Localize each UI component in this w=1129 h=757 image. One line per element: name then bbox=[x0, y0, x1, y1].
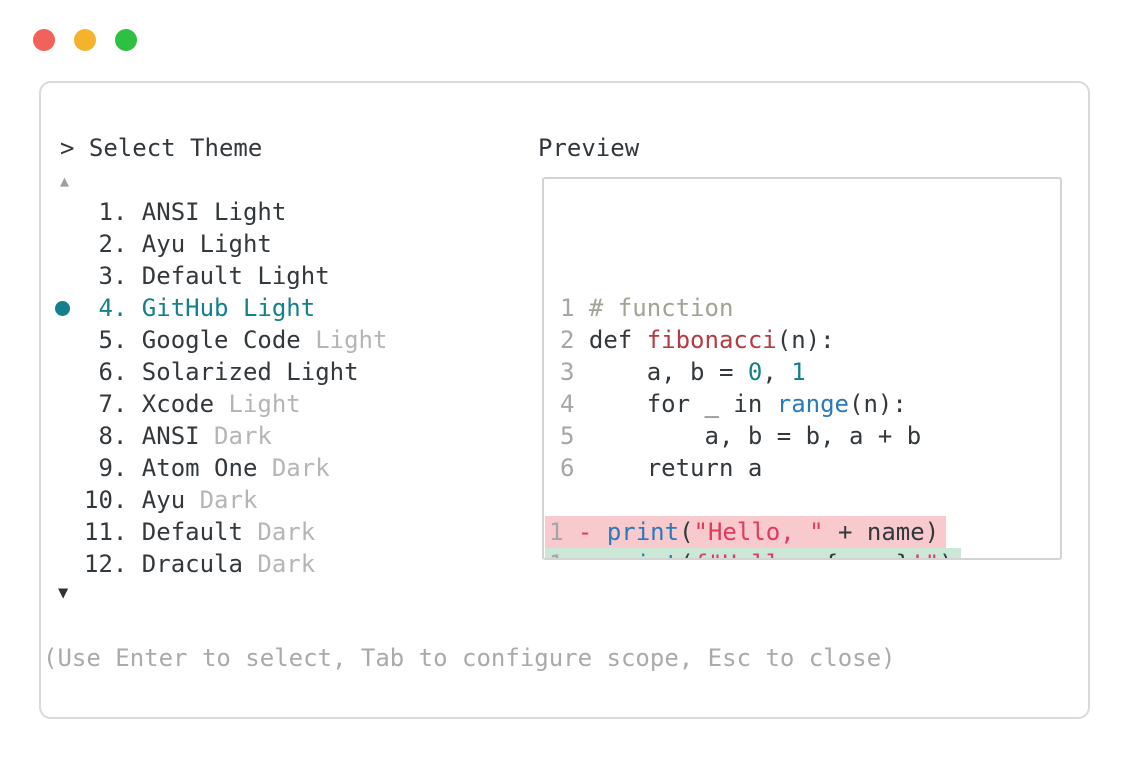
theme-name: Solarized Light bbox=[141, 358, 359, 386]
picker-header: > Select Theme bbox=[60, 132, 262, 164]
theme-option-5[interactable]: 5. Google Code Light bbox=[84, 324, 387, 356]
diff-line-removed: 1 - print("Hello, " + name) bbox=[545, 516, 1060, 548]
help-text: (Use Enter to select, Tab to configure s… bbox=[43, 644, 896, 672]
code-line bbox=[560, 484, 1060, 516]
theme-number: 2. bbox=[84, 230, 142, 258]
prompt-chevron-icon: > bbox=[60, 134, 89, 162]
theme-name: Atom One bbox=[141, 454, 258, 482]
theme-name: Xcode bbox=[141, 390, 215, 418]
theme-name: GitHub Light bbox=[141, 294, 316, 322]
theme-number: 8. bbox=[84, 422, 142, 450]
theme-list: 1. ANSI Light 2. Ayu Light 3. Default Li… bbox=[55, 196, 387, 580]
code-line: 3 a, b = 0, 1 bbox=[560, 358, 806, 386]
theme-option-6[interactable]: 6. Solarized Light bbox=[84, 356, 387, 388]
theme-name: ANSI bbox=[141, 422, 200, 450]
minimize-button[interactable] bbox=[74, 29, 96, 51]
theme-option-7[interactable]: 7. Xcode Light bbox=[84, 388, 387, 420]
preview-label: Preview bbox=[538, 134, 640, 162]
preview-code: 1 # function 2 def fibonacci(n): 3 a, b = … bbox=[544, 243, 1060, 558]
code-line: 1 # function bbox=[560, 294, 734, 322]
theme-variant: Dark bbox=[242, 518, 316, 546]
preview-pane: 1 # function 2 def fibonacci(n): 3 a, b = … bbox=[542, 177, 1062, 560]
theme-number: 1. bbox=[84, 198, 142, 226]
picker-title: Select Theme bbox=[88, 134, 263, 162]
theme-picker-window: > Select Theme Preview ▲ 1. ANSI Light 2… bbox=[39, 81, 1090, 719]
theme-option-12[interactable]: 12. Dracula Dark bbox=[84, 548, 387, 580]
theme-variant: Dark bbox=[242, 550, 316, 578]
theme-name: Dracula bbox=[141, 550, 243, 578]
theme-option-11[interactable]: 11. Default Dark bbox=[84, 516, 387, 548]
theme-option-1[interactable]: 1. ANSI Light bbox=[84, 196, 387, 228]
theme-name: Ayu bbox=[141, 486, 186, 514]
theme-name: Google Code bbox=[141, 326, 301, 354]
theme-option-2[interactable]: 2. Ayu Light bbox=[84, 228, 387, 260]
theme-name: Default Light bbox=[141, 262, 330, 290]
theme-number: 5. bbox=[84, 326, 142, 354]
code-line: 4 for _ in range(n): bbox=[560, 390, 907, 418]
theme-variant: Light bbox=[214, 390, 301, 418]
selected-bullet-icon bbox=[55, 300, 70, 316]
code-line: 6 return a bbox=[560, 454, 763, 482]
maximize-button[interactable] bbox=[115, 29, 137, 51]
theme-option-10[interactable]: 10. Ayu Dark bbox=[84, 484, 387, 516]
theme-option-9[interactable]: 9. Atom One Dark bbox=[84, 452, 387, 484]
theme-number: 10. bbox=[84, 486, 142, 514]
theme-number: 12. bbox=[84, 550, 142, 578]
theme-option-8[interactable]: 8. ANSI Dark bbox=[84, 420, 387, 452]
scroll-up-icon[interactable]: ▲ bbox=[60, 172, 70, 190]
diff-line-added: 1 + print(f"Hello, {name}!") bbox=[545, 548, 1060, 558]
traffic-lights bbox=[33, 29, 137, 51]
theme-number: 11. bbox=[84, 518, 142, 546]
theme-number: 9. bbox=[84, 454, 142, 482]
theme-variant: Light bbox=[300, 326, 388, 354]
theme-name: ANSI Light bbox=[141, 198, 287, 226]
theme-number: 4. bbox=[84, 294, 142, 322]
theme-variant: Dark bbox=[199, 422, 272, 450]
theme-option-3[interactable]: 3. Default Light bbox=[84, 260, 387, 292]
theme-number: 6. bbox=[84, 358, 142, 386]
theme-variant: Dark bbox=[257, 454, 330, 482]
code-line: 5 a, b = b, a + b bbox=[560, 422, 922, 450]
theme-number: 3. bbox=[84, 262, 142, 290]
theme-name: Ayu Light bbox=[141, 230, 272, 258]
theme-variant: Dark bbox=[185, 486, 258, 514]
code-line: 2 def fibonacci(n): bbox=[560, 326, 835, 354]
scroll-down-icon[interactable]: ▼ bbox=[58, 583, 69, 603]
close-button[interactable] bbox=[33, 29, 55, 51]
theme-name: Default bbox=[141, 518, 243, 546]
theme-option-4[interactable]: 4. GitHub Light bbox=[55, 292, 387, 324]
theme-number: 7. bbox=[84, 390, 142, 418]
